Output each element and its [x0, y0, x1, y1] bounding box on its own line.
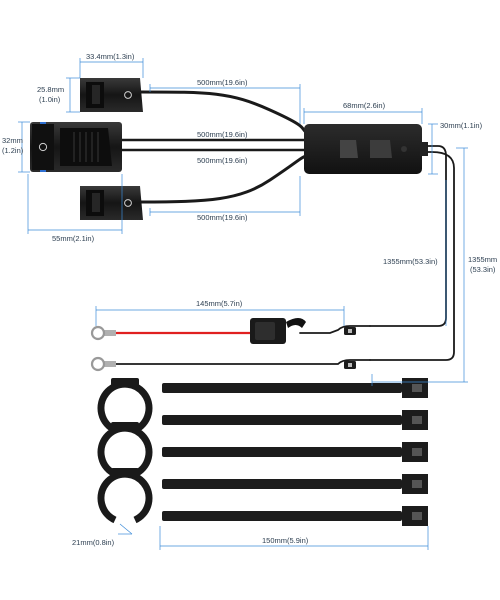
main-height-in-label: (1.2in)	[2, 146, 24, 155]
cable-tie	[162, 474, 428, 494]
power-cable-a-label: 1355mm(53.3in)	[383, 257, 438, 266]
cable-tie	[162, 442, 428, 462]
power-logo-icon	[124, 199, 132, 207]
cable-ties	[162, 378, 428, 526]
cable-mid1-label: 500mm(19.6in)	[197, 130, 248, 139]
cable-tie	[162, 378, 428, 398]
clamp-diameter-label: 21mm(0.8in)	[72, 538, 115, 547]
socket-height-in-label: (1.0in)	[39, 95, 61, 104]
socket-width-label: 33.4mm(1.3in)	[86, 52, 135, 61]
hub-height-label: 30mm(1.1in)	[440, 121, 483, 130]
mounting-clamps	[97, 378, 153, 524]
bottom-usb-socket	[80, 186, 143, 220]
clamp	[97, 422, 153, 478]
top-usb-socket	[80, 78, 143, 112]
fuse-lead-label: 145mm(5.7in)	[196, 299, 243, 308]
ring-terminals	[90, 325, 116, 372]
hub-width-label: 68mm(2.6in)	[343, 101, 386, 110]
cable-bottom-label: 500mm(19.6in)	[197, 213, 248, 222]
dimension-lines	[18, 58, 468, 550]
inline-connectors	[344, 327, 356, 369]
socket-height-mm-label: 25.8mm	[37, 85, 64, 94]
negative-ring-terminal	[90, 356, 116, 372]
usb-cables	[120, 90, 308, 204]
hub-box	[304, 124, 428, 174]
fuse-holder	[250, 318, 306, 344]
tie-length-label: 150mm(5.9in)	[262, 536, 309, 545]
power-logo-icon	[38, 142, 48, 152]
power-cable-b-mm-label: 1355mm	[468, 255, 497, 264]
main-width-label: 55mm(2.1in)	[52, 234, 95, 243]
positive-ring-terminal	[90, 325, 116, 341]
dimension-labels: 33.4mm(1.3in) 25.8mm (1.0in) 32mm (1.2in…	[2, 52, 497, 547]
main-height-mm-label: 32mm	[2, 136, 23, 145]
clamp	[97, 378, 153, 434]
power-logo-icon	[124, 91, 132, 99]
clamp	[97, 468, 153, 524]
cable-mid2-label: 500mm(19.6in)	[197, 156, 248, 165]
cable-tie	[162, 506, 428, 526]
cable-top-label: 500mm(19.6in)	[197, 78, 248, 87]
power-cable-b-in-label: (53.3in)	[470, 265, 496, 274]
main-usb-socket	[30, 122, 122, 172]
cable-tie	[162, 410, 428, 430]
